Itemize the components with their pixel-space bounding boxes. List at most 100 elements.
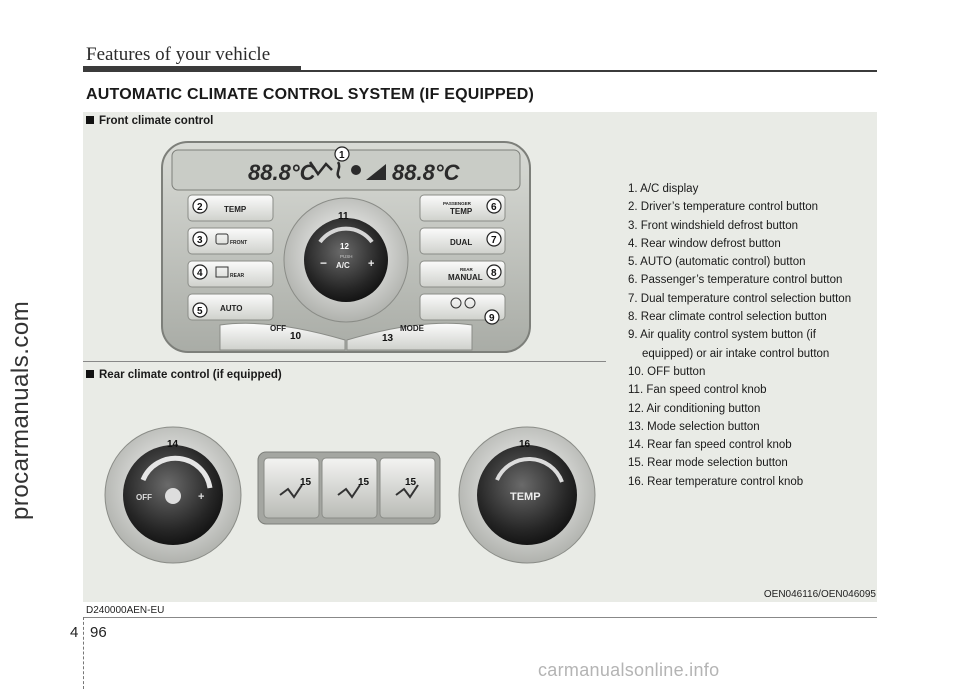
callout-3: 3	[192, 231, 208, 247]
callout-15a: 15	[300, 477, 312, 488]
off-label: OFF	[270, 324, 286, 333]
callout-16: 16	[519, 439, 531, 450]
legend-item: 14. Rear fan speed control knob	[628, 439, 792, 452]
air-intake-button[interactable]	[419, 293, 506, 321]
passenger-temp-display: 88.8°C	[392, 160, 461, 185]
driver-temp-button[interactable]: TEMP	[187, 194, 274, 222]
callout-12: 12	[340, 242, 349, 251]
header-section-title: Features of your vehicle	[86, 44, 271, 65]
recirculation-icon	[464, 297, 476, 309]
legend-item: 5. AUTO (automatic control) button	[628, 256, 806, 269]
air-quality-icon	[450, 297, 462, 309]
legend-item: 1. A/C display	[628, 183, 699, 195]
ac-button-label: A/C	[336, 261, 350, 270]
bottom-watermark: carmanualsonline.info	[538, 660, 720, 680]
callout-9: 9	[484, 309, 500, 325]
callout-10: 10	[290, 331, 302, 342]
legend-item: 10. OFF button	[628, 365, 706, 378]
legend-item: 6. Passenger’s temperature control butto…	[628, 274, 843, 287]
fan-display-icon	[351, 165, 361, 175]
rear-defrost-label: REAR	[230, 273, 245, 279]
figure-code: OEN046116/OEN046095	[763, 589, 876, 600]
footer-vertical-rule	[83, 617, 85, 689]
callout-8: 8	[486, 264, 502, 280]
passenger-label: PASSENGER	[443, 201, 472, 206]
fan-level-bars-icon	[366, 164, 386, 180]
rear-temp-label: TEMP	[510, 491, 541, 503]
passenger-temp-button[interactable]: PASSENGER TEMP	[419, 194, 506, 222]
fan-speed-knob[interactable]: PUSH A/C − +	[283, 197, 409, 323]
rear-fan-speed-knob[interactable]: OFF +	[104, 426, 242, 564]
rear-temp-arc	[495, 456, 564, 483]
auto-label: AUTO	[220, 304, 243, 313]
vent-bilevel-icon	[337, 484, 361, 499]
rear-fan-arc	[140, 455, 213, 489]
legend-item: 7. Dual temperature control selection bu…	[628, 292, 852, 305]
callout-13: 13	[382, 333, 394, 344]
passenger-temp-label: TEMP	[450, 207, 473, 216]
rear-small-label: REAR	[460, 267, 474, 272]
driver-temp-label: TEMP	[224, 205, 247, 214]
legend-item: 11. Fan speed control knob	[628, 384, 767, 397]
rear-climate-panel-illustration: OFF + TEMP 14 15 15 15 16	[104, 426, 596, 564]
callout-7: 7	[486, 231, 502, 247]
header-rule-thin	[301, 70, 877, 72]
callout-4: 4	[192, 264, 208, 280]
callout-2: 2	[192, 198, 208, 214]
front-defrost-label: FRONT	[230, 240, 247, 246]
dual-label: DUAL	[450, 238, 472, 247]
callout-6: 6	[486, 198, 502, 214]
legend-item: 8. Rear climate control selection button	[628, 311, 827, 324]
svg-text:3: 3	[197, 235, 203, 246]
legend-item: 4. Rear window defrost button	[628, 237, 781, 250]
callout-15c: 15	[405, 477, 417, 488]
front-climate-label: Front climate control	[86, 115, 213, 127]
front-callouts: 1 2 3 4 5 6 7 8 9 10 11 12 13	[192, 146, 502, 344]
rear-climate-label-text: Rear climate control (if equipped)	[99, 369, 282, 381]
rear-mode-button-1[interactable]	[263, 457, 320, 519]
dual-button[interactable]: DUAL	[419, 227, 506, 255]
rear-mode-button-3[interactable]	[379, 457, 436, 519]
rear-fan-plus-label: +	[198, 491, 204, 503]
front-defrost-button[interactable]: FRONT	[187, 227, 274, 255]
svg-text:1: 1	[339, 150, 345, 161]
push-label: PUSH	[340, 254, 353, 259]
off-button[interactable]: OFF	[219, 322, 346, 351]
rear-climate-label: Rear climate control (if equipped)	[86, 369, 282, 381]
manual-label: MANUAL	[448, 273, 483, 282]
rear-defrost-button[interactable]: REAR	[187, 260, 274, 288]
callout-15b: 15	[358, 477, 370, 488]
svg-text:5: 5	[197, 306, 203, 317]
rear-manual-button[interactable]: REAR MANUAL	[419, 260, 506, 288]
svg-text:8: 8	[491, 268, 497, 279]
vent-floor-icon	[395, 484, 419, 499]
svg-text:2: 2	[197, 202, 203, 213]
mode-label: MODE	[400, 324, 425, 333]
plus-label: +	[368, 258, 374, 270]
driver-temp-display: 88.8°C	[248, 160, 317, 185]
legend-item: 3. Front windshield defrost button	[628, 219, 799, 232]
footer-rule	[83, 617, 877, 618]
vent-face-icon	[279, 484, 303, 499]
rear-temperature-knob[interactable]: TEMP	[458, 426, 596, 564]
auto-button[interactable]: AUTO	[187, 293, 274, 321]
side-watermark: procarmanuals.com	[7, 300, 34, 520]
rear-window-defrost-icon	[215, 266, 229, 278]
header-rule-thick	[83, 66, 301, 72]
callout-5: 5	[192, 302, 208, 318]
legend-item: 12. Air conditioning button	[628, 402, 761, 415]
document-code: D240000AEN-EU	[86, 605, 165, 616]
legend-item: 2. Driver’s temperature control button	[628, 201, 819, 214]
airflow-indicator-icon	[308, 161, 341, 180]
minus-label: −	[320, 256, 327, 270]
fan-speed-arc	[318, 226, 374, 244]
rear-fan-icon	[165, 488, 181, 504]
callout-1: 1	[334, 146, 350, 162]
mode-button[interactable]: MODE	[346, 322, 473, 351]
page-title: AUTOMATIC CLIMATE CONTROL SYSTEM (IF EQU…	[86, 86, 535, 103]
bullet-square-icon	[86, 370, 94, 378]
front-climate-label-text: Front climate control	[99, 115, 214, 127]
rear-mode-button-2[interactable]	[321, 457, 378, 519]
callout-11: 11	[338, 211, 349, 222]
bullet-square-icon	[86, 116, 94, 124]
